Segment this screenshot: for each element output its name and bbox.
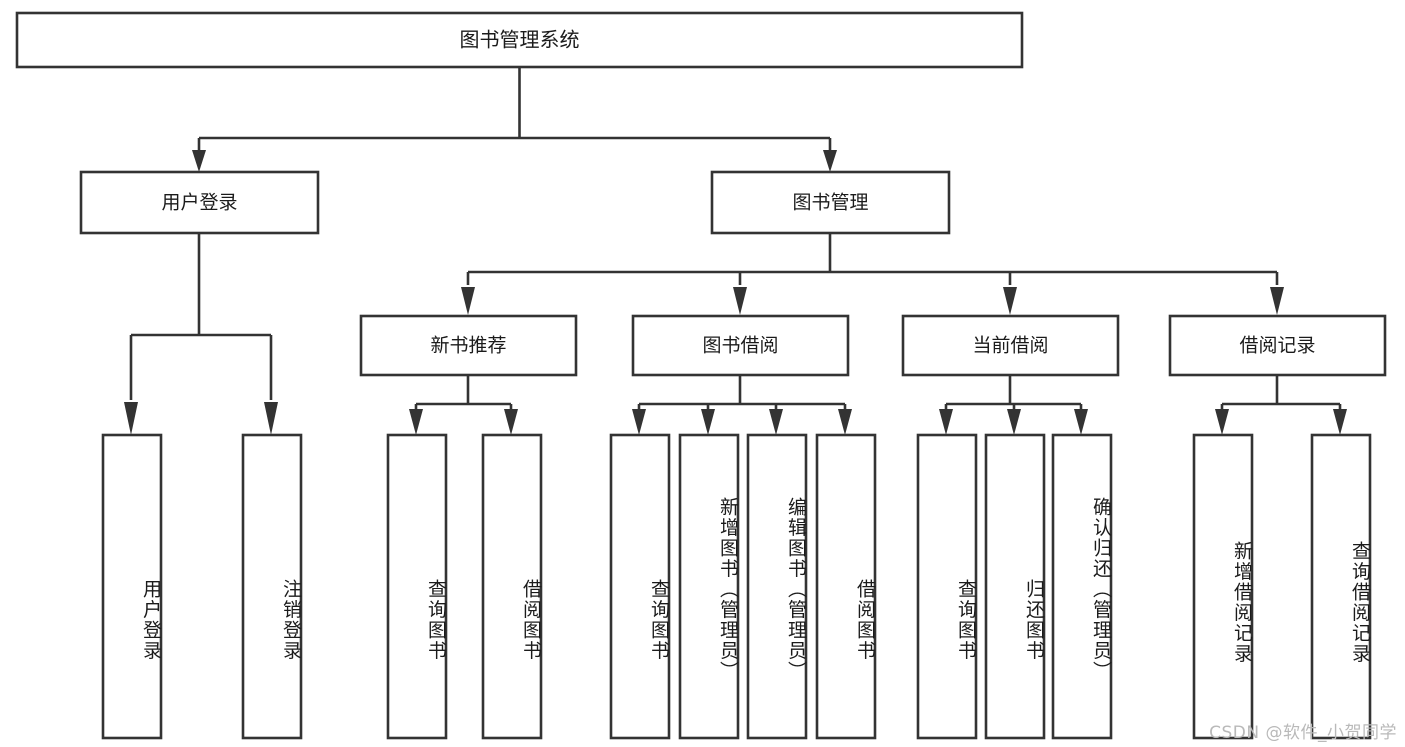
arrow-to-leaf-logout-login [264, 402, 278, 435]
node-current-borrow[interactable]: 当前借阅 [901, 314, 1120, 377]
arrow-to-leaf-borrow-book-2 [838, 409, 852, 435]
arrow-to-borrow-record [1270, 287, 1284, 315]
node-book-borrow-box[interactable] [631, 314, 850, 377]
arrow-to-leaf-query-record [1333, 409, 1347, 435]
node-leaf-add-record-box[interactable] [1192, 433, 1254, 740]
arrow-to-leaf-add-book [701, 409, 715, 435]
node-root-box[interactable] [15, 11, 1024, 69]
arrow-to-leaf-query-book-1 [409, 409, 423, 435]
arrow-to-book-borrow [733, 287, 747, 315]
arrow-to-current-borrow [1003, 287, 1017, 315]
node-leaf-query-book-1-box[interactable] [386, 433, 448, 740]
node-root-label: 图书管理系统 [460, 28, 580, 52]
node-leaf-edit-book-box[interactable] [746, 433, 808, 740]
arrow-to-leaf-confirm-return [1074, 409, 1088, 435]
node-new-book-recommend[interactable]: 新书推荐 [359, 314, 578, 377]
node-book-management-label: 图书管理 [792, 192, 868, 214]
node-borrow-record-label: 借阅记录 [1239, 335, 1315, 357]
node-leaf-return-book-box[interactable] [984, 433, 1046, 740]
node-current-borrow-box[interactable] [901, 314, 1120, 377]
arrow-root-to-book-mgmt [823, 150, 837, 172]
node-book-borrow[interactable]: 图书借阅 [631, 314, 850, 377]
node-borrow-record-box[interactable] [1168, 314, 1387, 377]
node-leaf-logout-login-box[interactable] [241, 433, 303, 740]
arrow-to-leaf-query-book-3 [939, 409, 953, 435]
arrow-to-leaf-user-login [124, 402, 138, 435]
node-leaf-confirm-return-box[interactable] [1051, 433, 1113, 740]
csdn-watermark: CSDN @软件_小贺同学 [1209, 723, 1397, 743]
node-leaf-user-login-box[interactable] [101, 433, 163, 740]
node-book-management-box[interactable] [710, 170, 951, 235]
node-current-borrow-label: 当前借阅 [972, 335, 1048, 357]
node-leaf-query-record-box[interactable] [1310, 433, 1372, 740]
node-book-management[interactable]: 图书管理 [710, 170, 951, 235]
arrow-to-leaf-return-book [1007, 409, 1021, 435]
node-user-login[interactable]: 用户登录 [79, 170, 320, 235]
node-user-login-box[interactable] [79, 170, 320, 235]
node-leaf-borrow-book-1-box[interactable] [481, 433, 543, 740]
arrow-root-to-user-login [192, 150, 206, 172]
node-new-book-recommend-box[interactable] [359, 314, 578, 377]
node-new-book-recommend-label: 新书推荐 [430, 335, 506, 357]
arrow-to-leaf-borrow-book-1 [504, 409, 518, 435]
node-leaf-add-book-box[interactable] [678, 433, 740, 740]
arrow-to-leaf-query-book-2 [632, 409, 646, 435]
connector-layer [124, 67, 1347, 435]
node-book-borrow-label: 图书借阅 [702, 335, 778, 357]
node-user-login-label: 用户登录 [161, 192, 237, 214]
node-root[interactable]: 图书管理系统 [15, 11, 1024, 69]
arrow-to-leaf-edit-book [769, 409, 783, 435]
node-leaf-query-book-3-box[interactable] [916, 433, 978, 740]
node-leaf-query-book-2-box[interactable] [609, 433, 671, 740]
node-leaf-borrow-book-2-box[interactable] [815, 433, 877, 740]
arrow-to-leaf-add-record [1215, 409, 1229, 435]
arrow-to-new-book-recommend [461, 287, 475, 315]
node-borrow-record[interactable]: 借阅记录 [1168, 314, 1387, 377]
